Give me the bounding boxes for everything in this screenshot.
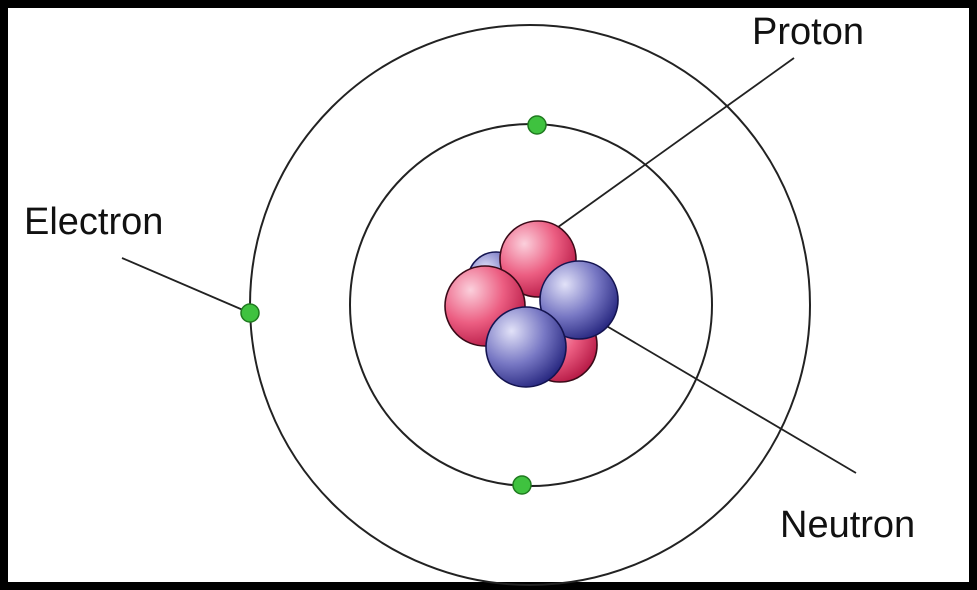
- electron-inner-bottom: [512, 475, 532, 495]
- proton-label: Proton: [752, 11, 864, 53]
- electron-label: Electron: [24, 201, 164, 243]
- electron-inner-top: [527, 115, 547, 135]
- neutron-label: Neutron: [780, 504, 916, 546]
- electron-outer-left: [240, 303, 260, 323]
- nucleus: [444, 220, 619, 388]
- neutron-front: [485, 306, 567, 388]
- electrons: [240, 115, 547, 495]
- leader-line-electron: [121, 257, 251, 314]
- neutron-right: [539, 260, 619, 340]
- leader-line-neutron: [592, 317, 857, 474]
- leader-line-proton: [539, 57, 795, 241]
